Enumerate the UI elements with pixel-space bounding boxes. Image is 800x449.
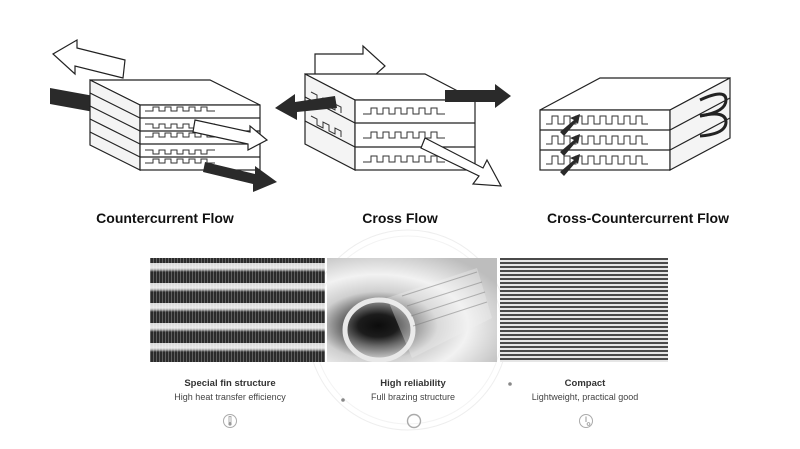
feature-subtitle-fin: High heat transfer efficiency [174, 392, 286, 402]
caption-cross-countercurrent-flow: Cross-Countercurrent Flow [546, 210, 729, 226]
fin-structure-photo [150, 258, 325, 362]
serpentine-return-arrows [699, 92, 728, 138]
dark-arrow-left [275, 94, 337, 120]
feature-title-reliability: High reliability [380, 378, 446, 389]
feature-subtitle-reliability: Full brazing structure [370, 392, 456, 402]
feature-subtitle-compact: Lightweight, practical good [531, 392, 639, 402]
dark-arrow-right [445, 84, 511, 108]
brazing-photo [327, 258, 497, 362]
light-arrow-out [420, 137, 503, 187]
stack-layers [539, 77, 731, 171]
compact-gauge-icon [579, 414, 593, 428]
fin-pattern [546, 115, 648, 165]
light-arrow-through [192, 119, 269, 151]
thermometer-icon [223, 414, 237, 428]
countercurrent-flow-diagram [50, 38, 277, 192]
caption-countercurrent-flow: Countercurrent Flow [96, 210, 234, 226]
dark-arrow-out [203, 162, 277, 192]
caption-cross-flow: Cross Flow [362, 210, 438, 226]
feature-title-compact: Compact [564, 378, 606, 389]
cross-countercurrent-flow-diagram [539, 77, 731, 176]
dark-inlet-arrows [560, 114, 580, 176]
reliability-ring-icon [406, 413, 422, 429]
compact-core-photo [500, 258, 668, 362]
cross-flow-diagram [275, 44, 511, 187]
light-arrow-out [51, 38, 126, 79]
feature-title-fin: Special fin structure [184, 378, 276, 389]
fin-pattern [145, 106, 215, 164]
